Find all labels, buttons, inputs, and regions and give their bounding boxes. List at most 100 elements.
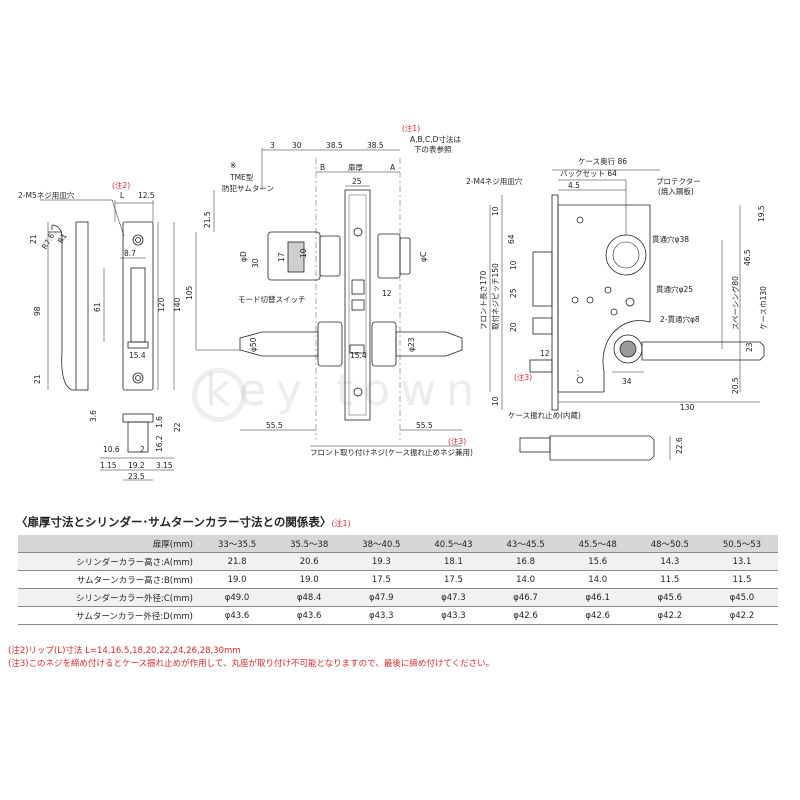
table-cell: 11.5 [633,570,706,589]
label-15-4-center: 15.4 [350,351,367,360]
watermark: key town [205,365,485,416]
label-note1-text2: 下の表参照 [414,144,452,154]
label-mode-switch: モード切替スイッチ [238,294,306,304]
footnote-3: (注3)このネジを締め付けるとケース振れ止めが作用して、丸座が取り付け不可能とな… [8,659,495,669]
label-55-5-a: 55.5 [266,421,283,430]
table-cell: 21.8 [201,552,274,571]
label-8-7: 8.7 [124,249,136,258]
footnote-2: (注2)リップ(L)寸法 L=14,16.5,18,20,22,24,26,28… [8,646,241,656]
label-25-right: 25 [509,288,518,298]
table-cell: φ43.6 [201,606,274,625]
label-hole38: 貫通穴φ38 [652,234,689,244]
label-case-width: ケース巾130 [758,286,768,330]
label-note3-center: (注3) [448,436,466,446]
table-cell: 20.6 [273,552,346,571]
table-cell: φ42.2 [633,606,706,625]
label-note3-right: (注3) [514,372,532,382]
lock-body-front-view [195,148,463,447]
label-64: 64 [507,234,516,244]
table-header: 35.5～38 [273,535,346,553]
table-cell: φ43.3 [417,606,490,625]
label-backset: バックセット 64 [560,169,617,178]
label-3: 3 [270,141,275,150]
strike-plate-view [40,199,175,481]
label-19-2: 19.2 [128,461,145,470]
table-cell: φ42.6 [561,606,634,625]
label-15-4-left: 15.4 [129,351,146,360]
table-cell: 14.0 [561,570,634,589]
label-tme-sub: 防犯サムターン [222,183,274,193]
table-row: サムターンカラー高さ:B(mm) 19.0 19.0 17.5 17.5 14.… [18,570,778,589]
table-cell: φ48.4 [273,588,346,607]
label-protector-sub: (焼入鋼板) [658,186,694,196]
table-header: 40.5～43 [417,535,490,553]
table-cell: 19.0 [273,570,346,589]
label-a: A [390,163,396,172]
table-row: シリンダーカラー外径:C(mm) φ49.0 φ48.4 φ47.9 φ47.3… [18,588,778,607]
table-cell: φ45.0 [705,588,778,607]
label-3-6: 3.6 [89,410,98,422]
label-note1: (注1) [402,123,420,133]
label-25: 25 [352,177,362,186]
label-phi-d: φD [239,251,248,262]
label-screw-right: 2-M4ネジ用皿穴 [466,176,523,186]
label-12-right: 12 [540,349,550,358]
table-title-note: (注1) [331,519,351,528]
label-105: 105 [185,285,194,300]
label-140: 140 [173,297,182,312]
label-phi-c: φC [419,252,428,262]
label-130: 130 [680,403,695,412]
label-front-screw: フロント取り付けネジ(ケース振れ止めネジ兼用) [310,447,473,457]
label-10c: 10 [491,396,500,406]
table-cell: 19.0 [201,570,274,589]
label-screw-pitch: 取付ネジピッチ150 [490,263,500,330]
label-12-5: 12.5 [138,191,155,200]
label-lip: L [120,191,125,200]
label-screw-left: 2-M5ネジ用皿穴 [18,190,75,200]
label-16-2: 16.2 [155,435,164,452]
label-2: 2 [140,445,145,454]
table-cell: 14.3 [633,552,706,571]
table-cell: 17.5 [417,570,490,589]
table-cell: サムターンカラー外径:D(mm) [18,606,201,625]
label-12-center: 12 [382,289,392,298]
table-cell: φ46.7 [489,588,562,607]
label-thickness: 扉厚 [348,162,363,172]
label-34: 34 [622,377,632,386]
label-38-5-b: 38.5 [367,141,384,150]
label-star: ※ [230,161,236,170]
label-98: 98 [33,306,42,316]
table-row: シリンダーカラー高さ:A(mm) 21.8 20.6 19.3 18.1 16.… [18,552,778,571]
label-21-5: 21.5 [203,211,212,228]
label-20-right: 20 [509,322,518,332]
label-tme: TME型 [229,173,254,182]
table-cell: φ47.9 [345,588,418,607]
label-30-v: 30 [251,258,260,268]
label-hole25: 貫通穴φ25 [656,284,693,294]
table-header: 45.5～48 [561,535,634,553]
label-23-right: 23 [745,342,754,352]
label-61: 61 [93,302,102,312]
label-120: 120 [157,297,166,312]
table-cell: φ42.2 [705,606,778,625]
table-title: 〈扉厚寸法とシリンダー･サムターンカラー寸法との関係表〉(注1) [16,514,351,530]
table-cell: φ49.0 [201,588,274,607]
table-header: 38～40.5 [345,535,418,553]
label-r1: R1 [56,232,69,245]
table-cell: φ43.6 [273,606,346,625]
label-note1-text1: A,B,C,D寸法は [410,134,461,144]
table-cell: 16.8 [489,552,562,571]
table-cell: 15.6 [561,552,634,571]
table-header: 48～50.5 [633,535,706,553]
label-phi50: φ50 [249,337,258,352]
label-46-5: 46.5 [743,249,752,266]
label-10: 10 [299,248,308,258]
dimension-table: 扉厚(mm) 33～35.5 35.5～38 38～40.5 40.5～43 4… [18,535,778,625]
label-3-15: 3.15 [156,461,173,470]
label-21-bot: 21 [33,374,42,384]
label-r8: R7.6 [40,231,56,251]
label-4-5: 4.5 [568,181,580,190]
table-cell: φ42.6 [489,606,562,625]
label-22: 22 [173,422,182,432]
label-phi23: φ23 [407,337,416,352]
